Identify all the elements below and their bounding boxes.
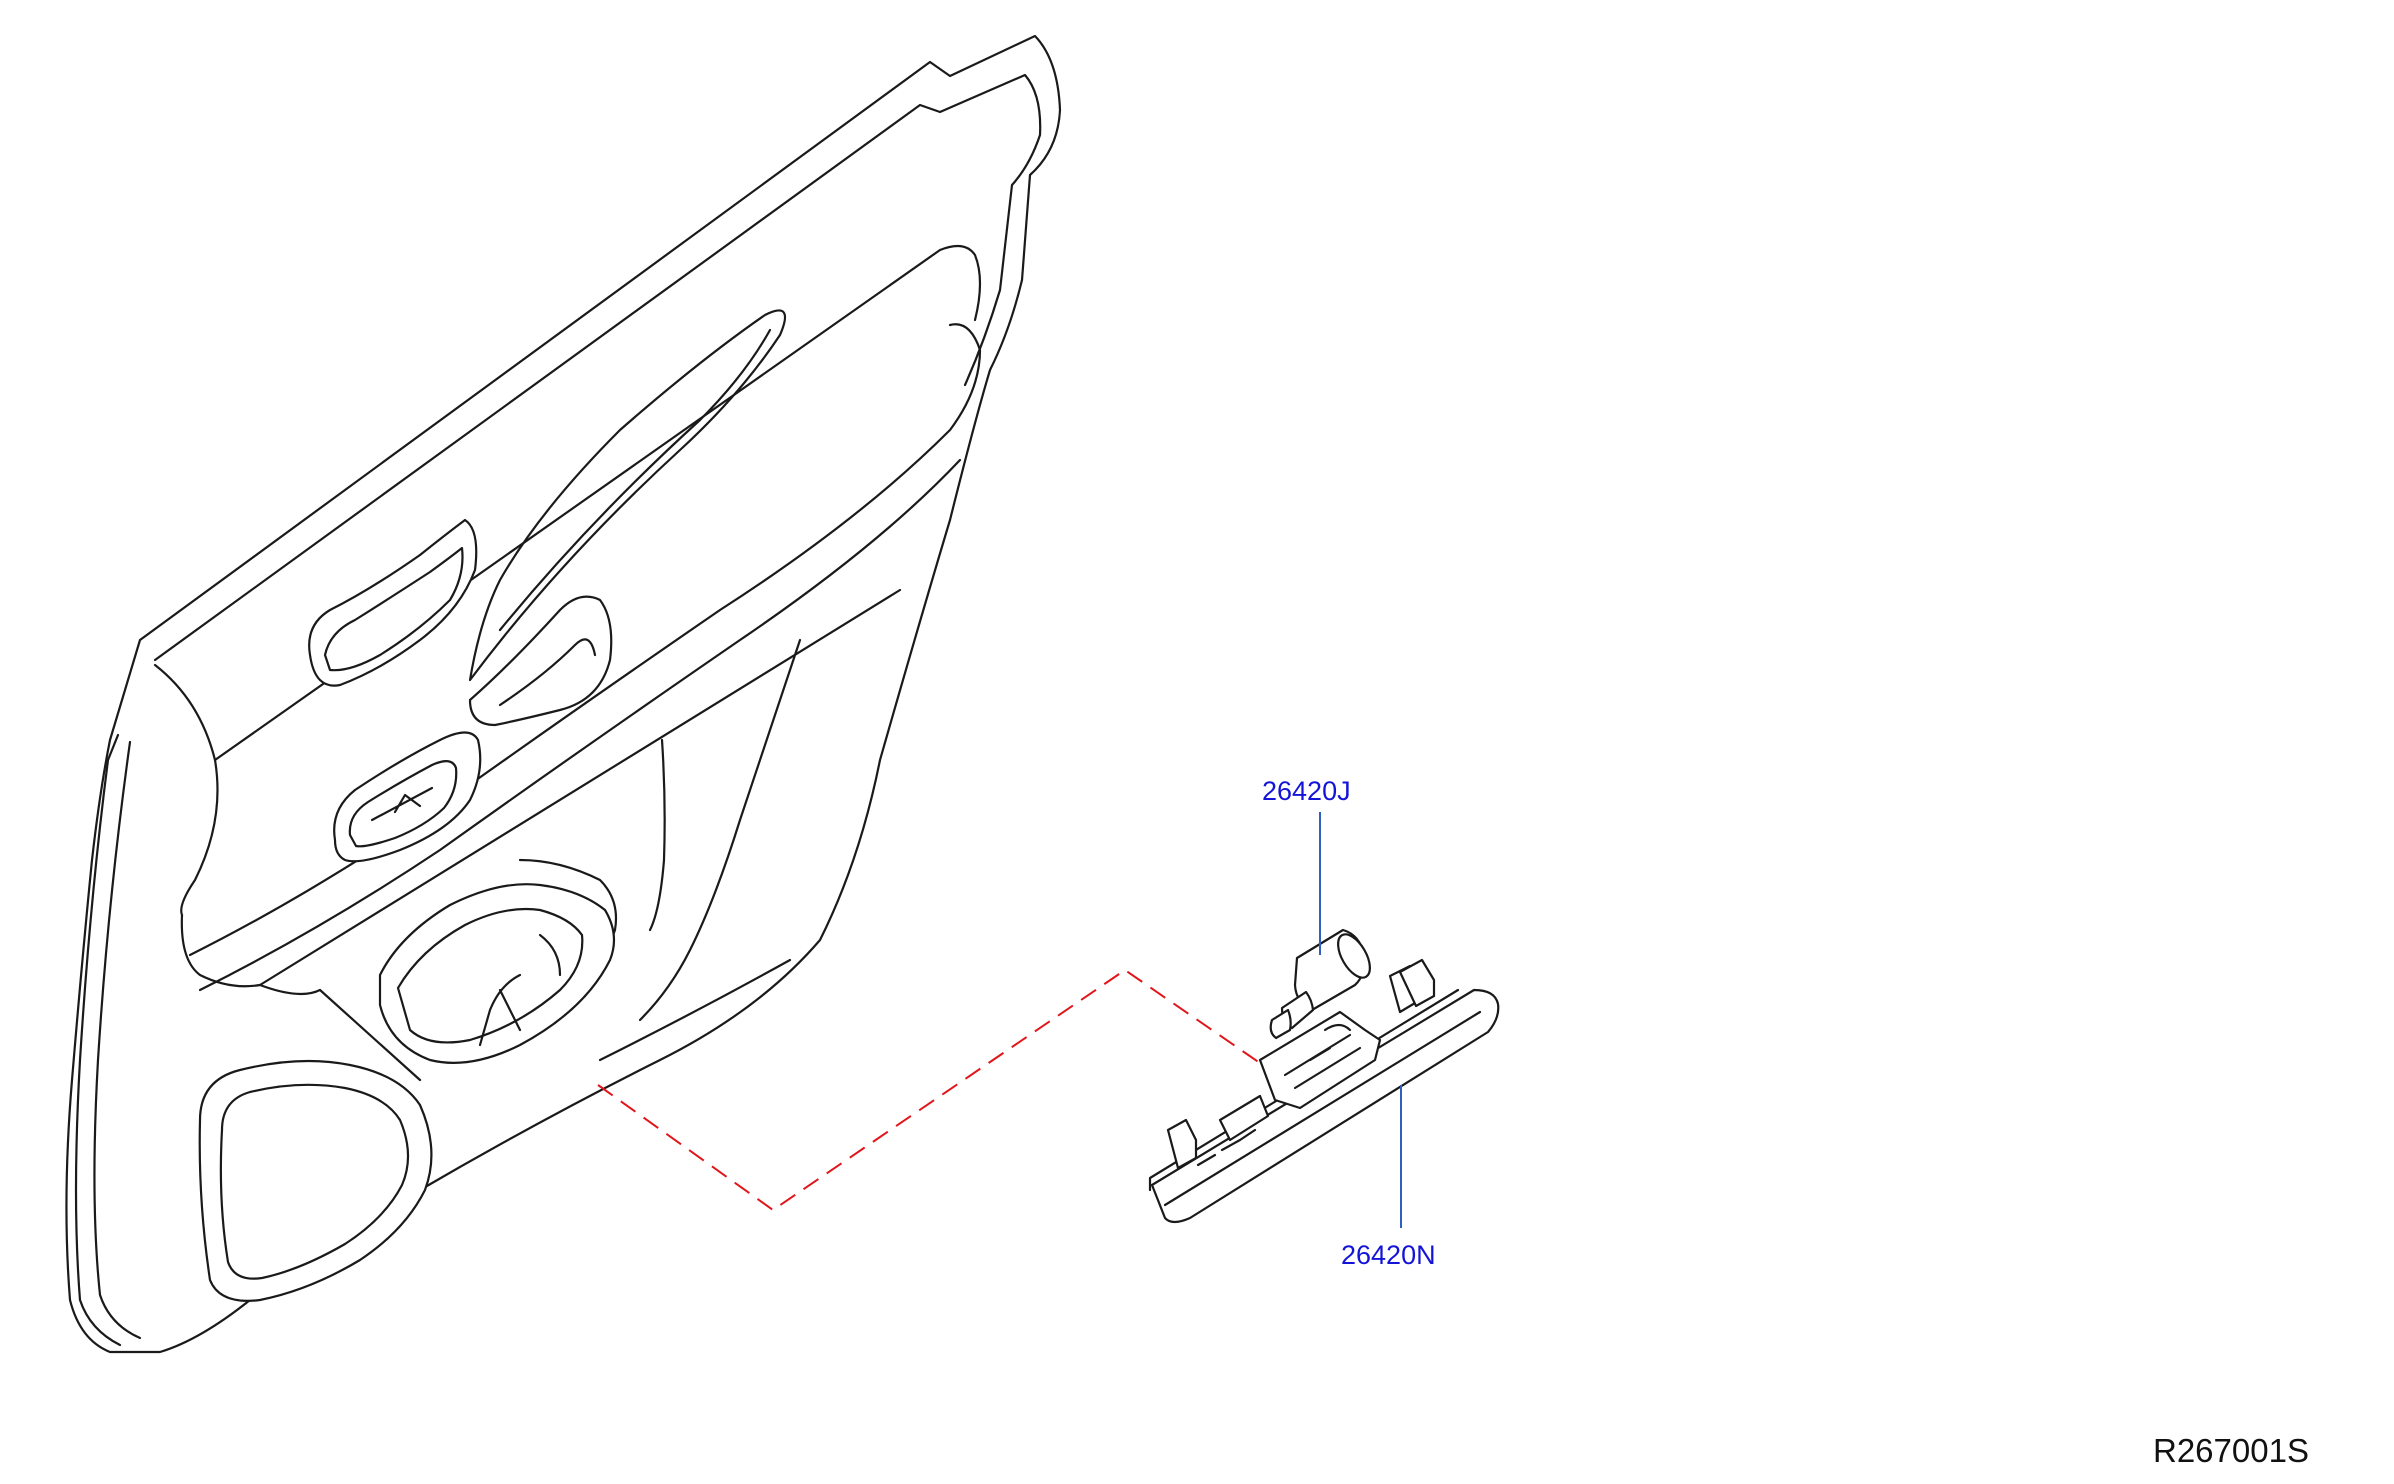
bulb-part-26420j[interactable] — [1269, 928, 1377, 1040]
door-trim-panel[interactable] — [65, 34, 1062, 1354]
lamp-housing-part-26420n[interactable] — [1148, 958, 1500, 1224]
part-number-label-26420n[interactable]: 26420N — [1341, 1240, 1436, 1270]
diagram-code: R267001S — [2153, 1432, 2309, 1469]
part-number-label-26420j[interactable]: 26420J — [1262, 776, 1351, 806]
reference-dashed-line — [597, 968, 1271, 1212]
